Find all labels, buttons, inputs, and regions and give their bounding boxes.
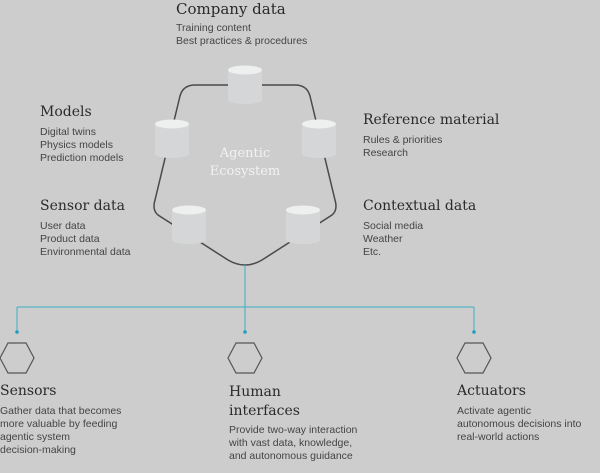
line: Provide two-way interaction bbox=[229, 424, 358, 436]
line: agentic system bbox=[0, 431, 71, 443]
line: with vast data, knowledge, bbox=[229, 437, 353, 449]
connector-dot-actuators bbox=[472, 330, 476, 334]
title-line-2: interfaces bbox=[229, 403, 300, 419]
item: Best practices & procedures bbox=[176, 35, 308, 47]
contextual-data-items: Social media Weather Etc. bbox=[363, 220, 423, 259]
cylinder-contextual-data bbox=[286, 205, 320, 244]
item: Environmental data bbox=[40, 246, 131, 258]
item: User data bbox=[40, 220, 86, 232]
sensors-title: Sensors bbox=[0, 383, 57, 399]
center-label: Agentic Ecosystem bbox=[195, 145, 295, 181]
item: Prediction models bbox=[40, 152, 124, 164]
hexagon-human-interfaces-icon bbox=[227, 342, 263, 374]
item: Training content bbox=[176, 22, 251, 34]
cylinders bbox=[155, 65, 336, 244]
item: Product data bbox=[40, 233, 100, 245]
connector-lines bbox=[16, 265, 475, 332]
models-items: Digital twins Physics models Prediction … bbox=[40, 126, 123, 165]
line: autonomous decisions into bbox=[457, 418, 582, 430]
cylinder-models bbox=[155, 119, 189, 158]
line: real-world actions bbox=[457, 431, 540, 443]
sensor-data-items: User data Product data Environmental dat… bbox=[40, 220, 130, 259]
center-line-1: Agentic bbox=[219, 146, 271, 161]
cylinder-reference-material bbox=[302, 119, 336, 158]
cylinder-sensor-data bbox=[172, 205, 206, 244]
item: Social media bbox=[363, 220, 424, 232]
line: decision-making bbox=[0, 444, 76, 456]
item: Weather bbox=[363, 233, 403, 245]
models-title: Models bbox=[40, 104, 92, 120]
reference-material-title: Reference material bbox=[363, 112, 500, 128]
reference-material-items: Rules & priorities Research bbox=[363, 134, 442, 160]
sensors-desc: Gather data that becomes more valuable b… bbox=[0, 405, 121, 457]
line: Gather data that becomes bbox=[0, 405, 122, 417]
line: more valuable by feeding bbox=[0, 418, 118, 430]
connector-dot-sensors bbox=[15, 330, 19, 334]
line: and autonomous guidance bbox=[229, 450, 353, 462]
title-line-1: Human bbox=[229, 384, 281, 400]
company-data-items: Training content Best practices & proced… bbox=[176, 22, 307, 48]
connector-dot-human-interfaces bbox=[243, 330, 247, 334]
item: Digital twins bbox=[40, 126, 97, 138]
item: Physics models bbox=[40, 139, 113, 151]
line: Activate agentic bbox=[457, 405, 532, 417]
human-interfaces-desc: Provide two-way interaction with vast da… bbox=[229, 424, 357, 463]
actuators-desc: Activate agentic autonomous decisions in… bbox=[457, 405, 581, 444]
item: Etc. bbox=[363, 246, 382, 258]
center-line-2: Ecosystem bbox=[209, 164, 281, 179]
cylinder-company-data bbox=[228, 65, 262, 104]
contextual-data-title: Contextual data bbox=[363, 198, 477, 214]
actuators-title: Actuators bbox=[457, 383, 526, 399]
item: Research bbox=[363, 147, 408, 159]
company-data-title: Company data bbox=[176, 0, 286, 18]
item: Rules & priorities bbox=[363, 134, 443, 146]
sensor-data-title: Sensor data bbox=[40, 198, 125, 214]
hexagon-actuators-icon bbox=[456, 342, 492, 374]
hexagon-sensors-icon bbox=[0, 342, 35, 374]
human-interfaces-title: Human interfaces bbox=[229, 383, 300, 421]
